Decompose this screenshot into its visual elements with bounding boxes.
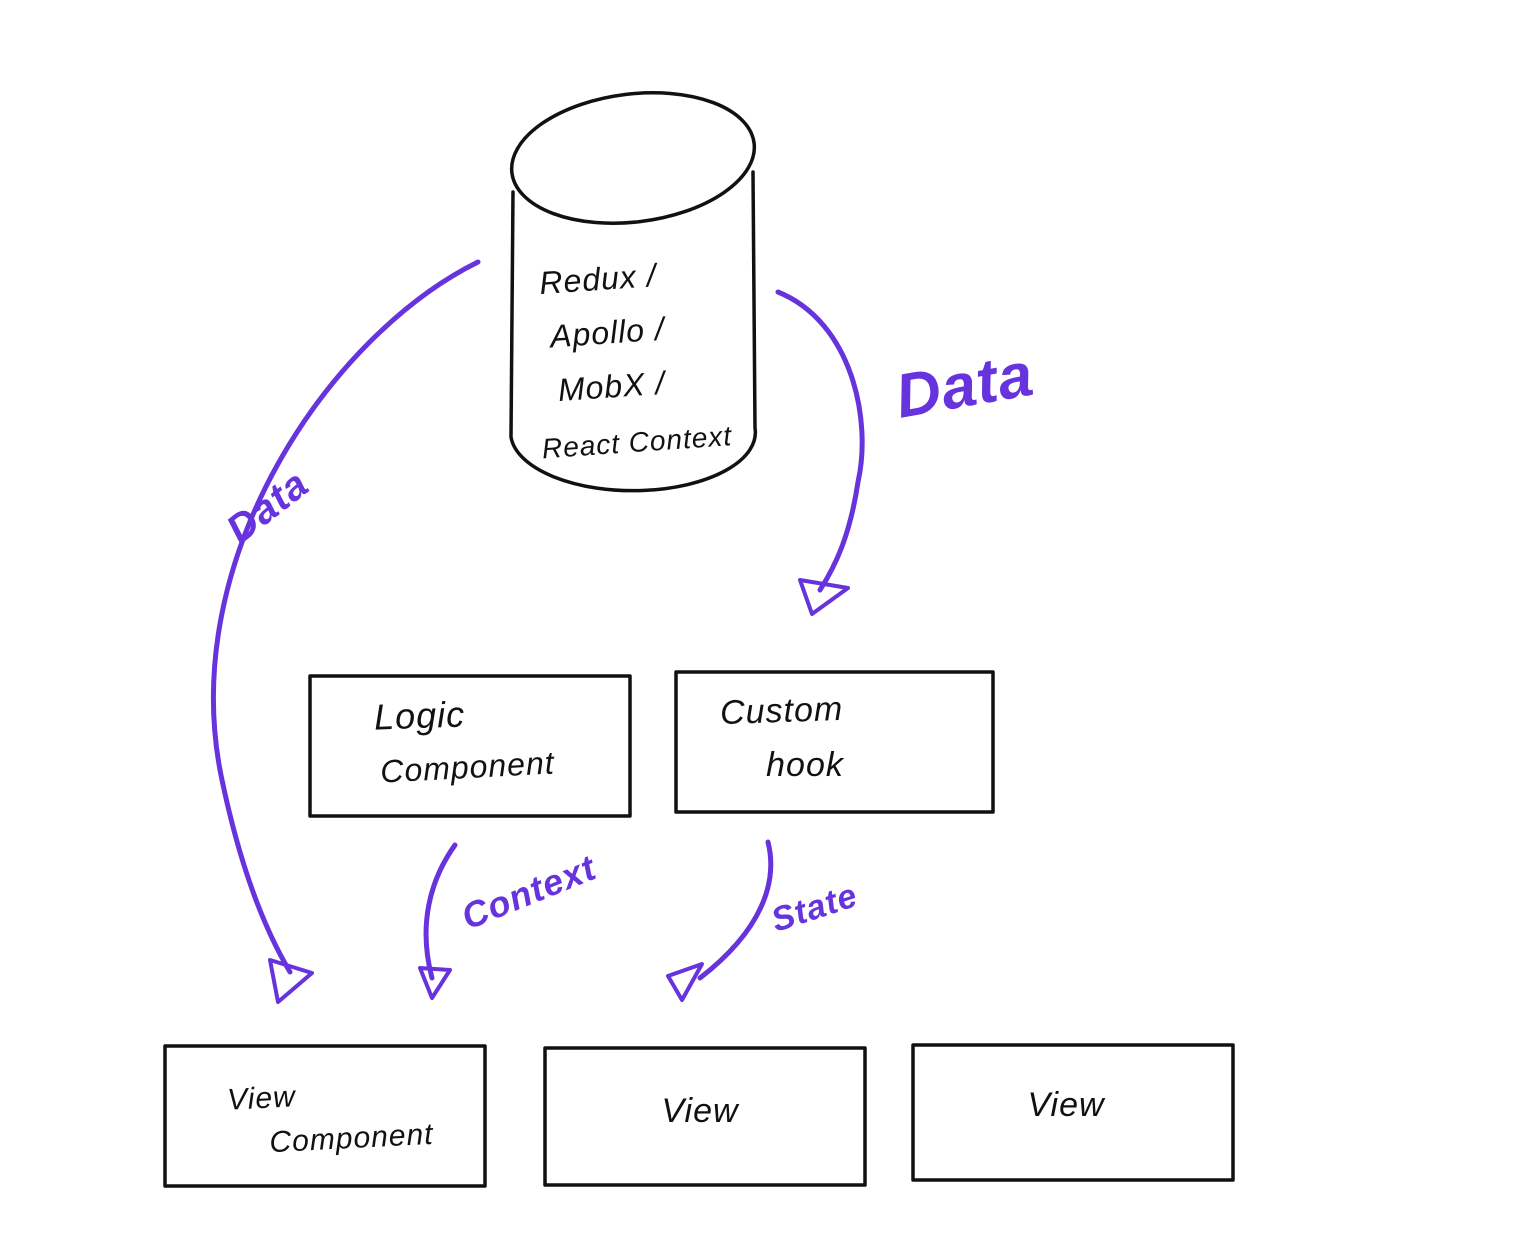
cylinder-line-3: MobX / [557, 365, 669, 409]
custom-hook-line-1: Custom [719, 690, 843, 732]
cylinder-line-4: React Context [541, 420, 733, 464]
state-arrow-label: State [767, 876, 863, 939]
view-component-line-2: Component [269, 1118, 435, 1160]
logic-component-box: Logic Component [308, 674, 632, 818]
data-arrow-right-head [798, 578, 850, 616]
view-right-box: View [911, 1043, 1235, 1182]
cylinder-body [509, 170, 758, 493]
state-arrow: State [666, 839, 863, 1002]
view-component-rect [163, 1044, 487, 1188]
store-cylinder: Redux / Apollo / MobX / React Context [509, 91, 758, 493]
data-arrow-left-label: Data [218, 462, 317, 553]
view-right-label: View [1027, 1086, 1106, 1124]
context-arrow-label: Context [456, 846, 603, 937]
view-component-box: View Component [163, 1044, 487, 1188]
context-arrow-head [418, 966, 452, 1000]
custom-hook-line-2: hook [766, 746, 845, 784]
custom-hook-box: Custom hook [674, 670, 995, 814]
logic-component-line-2: Component [379, 744, 555, 789]
data-arrow-left: Data [210, 259, 481, 1004]
data-arrow-right-path [775, 289, 865, 593]
state-arrow-head [666, 962, 704, 1002]
cylinder-line-2: Apollo / [547, 310, 668, 354]
context-arrow-path [423, 842, 458, 981]
cylinder-label: Redux / Apollo / MobX / React Context [538, 257, 733, 464]
cylinder-line-1: Redux / [538, 257, 660, 301]
logic-component-rect [308, 674, 632, 818]
data-arrow-left-path [210, 259, 481, 975]
data-arrow-right-label: Data [890, 340, 1038, 432]
data-arrow-right: Data [775, 289, 1039, 616]
view-component-line-1: View [226, 1080, 297, 1117]
data-arrow-left-head [268, 958, 314, 1004]
logic-component-line-1: Logic [373, 693, 465, 737]
view-middle-label: View [661, 1092, 740, 1130]
view-right-rect [911, 1043, 1235, 1182]
view-middle-box: View [543, 1046, 867, 1187]
view-middle-rect [543, 1046, 867, 1187]
cylinder-top [509, 91, 757, 225]
custom-hook-rect [674, 670, 995, 814]
context-arrow: Context [418, 842, 603, 1000]
state-arrow-path [697, 839, 774, 981]
